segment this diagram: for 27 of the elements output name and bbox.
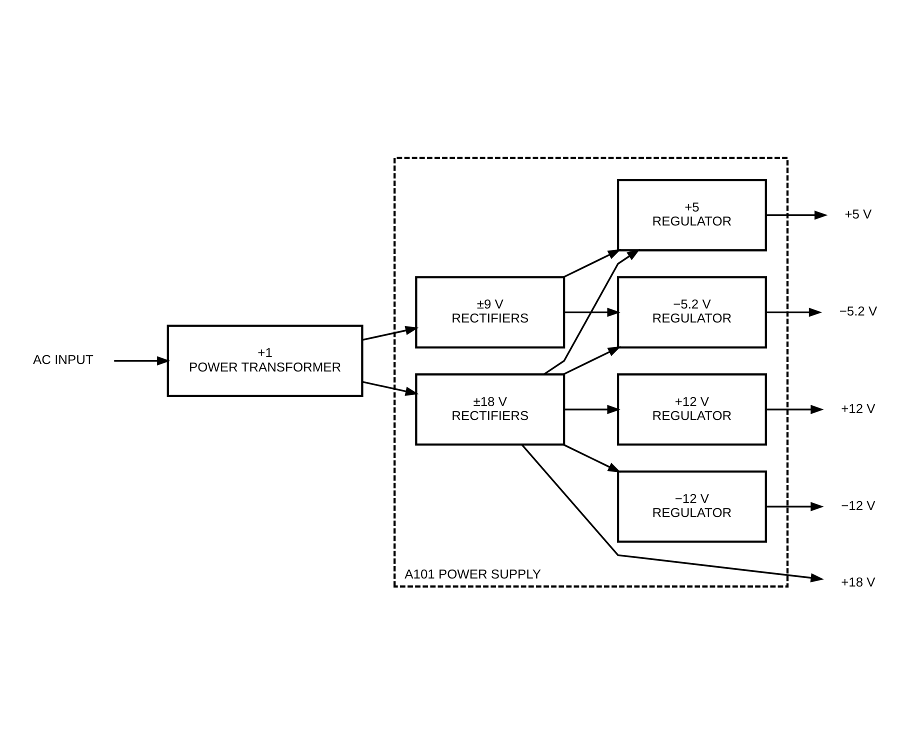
arrow [766, 502, 824, 511]
arrow [362, 325, 419, 340]
arrow [766, 307, 822, 316]
arrow [563, 346, 622, 375]
node-box: +12 V REGULATOR [616, 372, 767, 446]
node-text: +12 V [841, 400, 876, 416]
arrow [563, 248, 622, 278]
node-text: −5.2 V [839, 303, 878, 318]
arrow [564, 404, 620, 414]
arrow [564, 307, 620, 316]
arrow [563, 443, 622, 472]
arrow [362, 380, 419, 396]
node-text: +18 V [841, 574, 876, 590]
arrow [114, 356, 170, 365]
node-box: +5 REGULATOR [616, 178, 767, 251]
node-text: +5 V [844, 206, 872, 222]
node-box: ±18 V RECTIFIERS [415, 372, 566, 446]
node-box: −5.2 V REGULATOR [616, 276, 767, 348]
arrow [766, 210, 828, 220]
node-box: ±9 V RECTIFIERS [415, 276, 566, 348]
node-box: +1 POWER TRANSFORMER [166, 324, 364, 397]
node-box: −12 V REGULATOR [616, 470, 767, 542]
node-text: −12 V [841, 497, 876, 512]
arrow [544, 248, 640, 374]
node-text: AC INPUT [33, 352, 94, 367]
arrow [766, 404, 824, 414]
arrow [521, 444, 824, 582]
